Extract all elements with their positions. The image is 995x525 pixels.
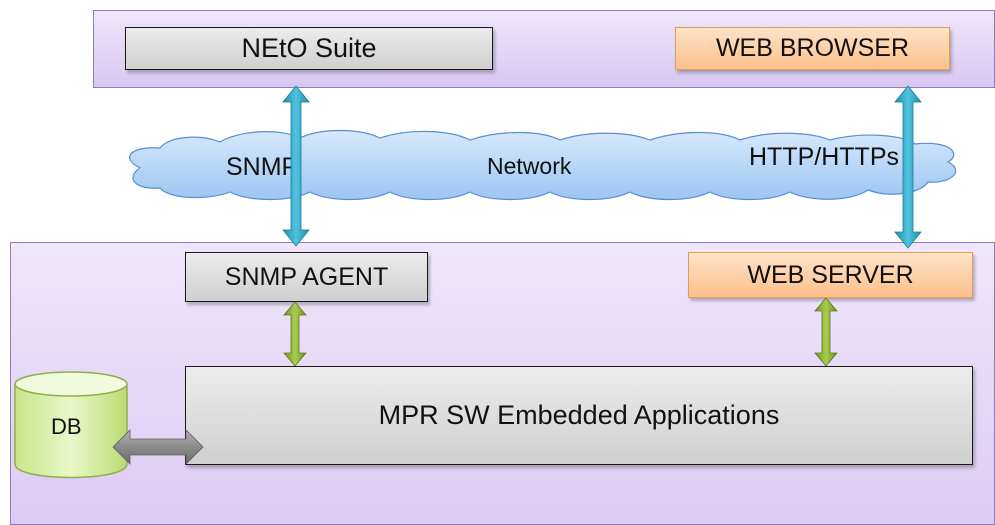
snmp-agent-label: SNMP AGENT [224, 262, 389, 291]
network-cloud [129, 129, 957, 201]
db-to-apps-arrow [112, 429, 204, 465]
mpr-applications-box: MPR SW Embedded Applications [185, 366, 973, 465]
neto-suite-box: NEtO Suite [125, 27, 493, 70]
server-to-apps-arrow [814, 297, 838, 367]
db-label: DB [51, 414, 82, 439]
web-server-box: WEB SERVER [688, 252, 973, 298]
snmp-arrow [282, 85, 310, 247]
web-browser-box: WEB BROWSER [675, 27, 950, 70]
agent-to-apps-arrow [283, 301, 307, 367]
web-server-label: WEB SERVER [747, 260, 914, 289]
snmp-protocol-label: SNMP [226, 153, 299, 181]
http-protocol-label: HTTP/HTTPs [749, 143, 899, 171]
network-label: Network [487, 153, 572, 179]
neto-suite-label: NEtO Suite [241, 33, 377, 63]
database-cylinder [14, 371, 128, 479]
http-arrow [894, 85, 922, 249]
snmp-agent-box: SNMP AGENT [185, 252, 428, 302]
mpr-applications-label: MPR SW Embedded Applications [378, 400, 780, 430]
web-browser-label: WEB BROWSER [715, 34, 910, 62]
